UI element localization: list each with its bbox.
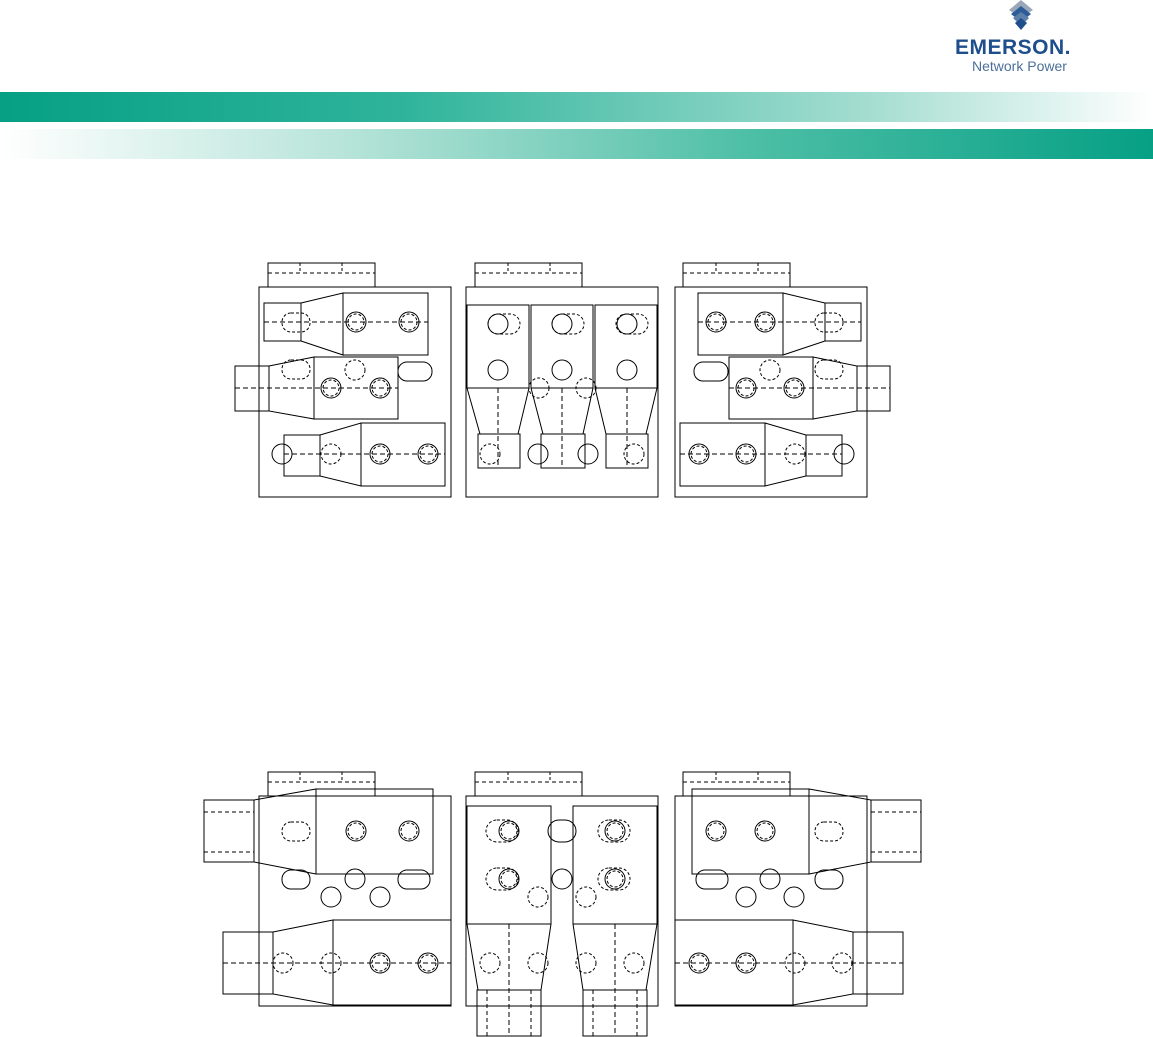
- top-middle-panel: [466, 263, 658, 497]
- bottom-right-panel: [675, 772, 921, 1006]
- bottom-left-panel: [204, 772, 451, 1006]
- top-right-panel: [675, 263, 890, 497]
- top-left-panel: [235, 263, 451, 497]
- bottom-middle-panel: [466, 772, 658, 1036]
